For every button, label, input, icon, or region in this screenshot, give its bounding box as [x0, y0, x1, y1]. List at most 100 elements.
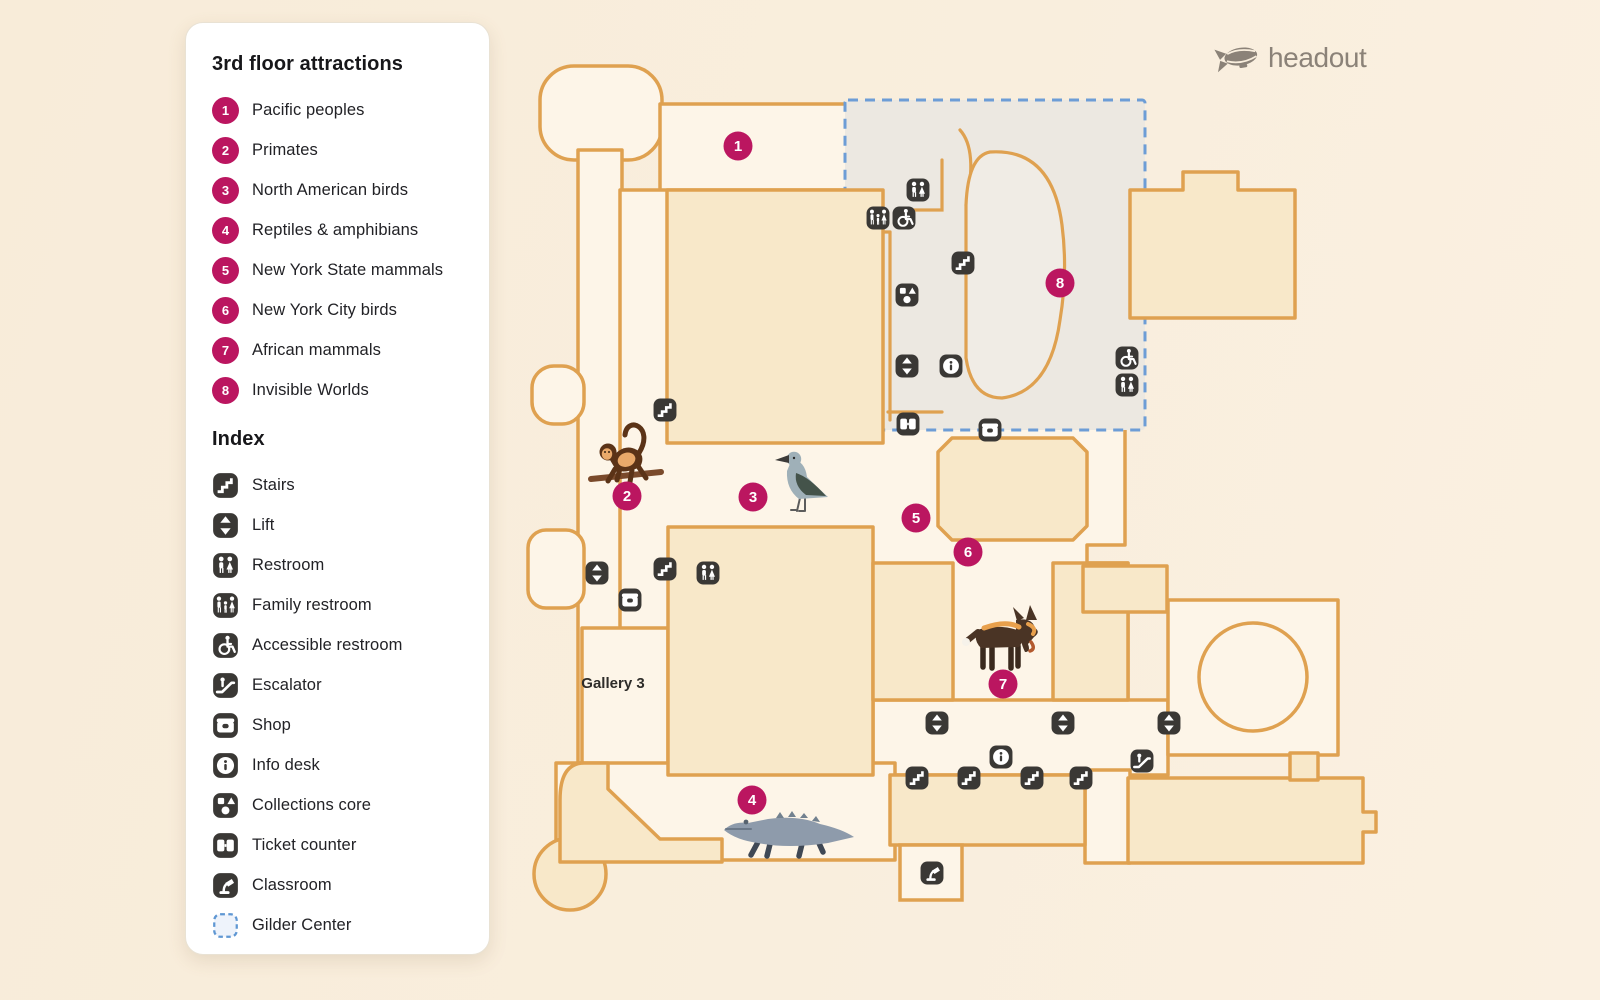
- attraction-label: Pacific peoples: [252, 100, 365, 119]
- map-badge-2: 2: [612, 481, 642, 511]
- map-badge-6: 6: [953, 537, 983, 567]
- crocodile-illustration: [724, 811, 854, 859]
- attraction-number-badge: 3: [212, 176, 239, 204]
- index-item-lift: Lift: [212, 505, 467, 545]
- gilder-center-icon: [212, 912, 239, 939]
- attraction-number-badge: 1: [212, 96, 239, 124]
- index-item-classroom: Classroom: [212, 865, 467, 905]
- monkey-illustration: [588, 422, 664, 485]
- shop-icon: [212, 712, 239, 739]
- map-badge-4: 4: [737, 785, 767, 815]
- index-label: Stairs: [252, 475, 295, 494]
- info-desk-icon: [989, 745, 1013, 769]
- attractions-title: 3rd floor attractions: [212, 53, 404, 75]
- classroom-icon: [212, 872, 239, 899]
- map-badges-layer: 1 2 3 4 5 6 7 8: [612, 131, 1075, 815]
- index-item-ticket-counter: Ticket counter: [212, 825, 467, 865]
- stairs-icon: [1068, 765, 1094, 791]
- restroom-icon: [1115, 373, 1139, 397]
- attraction-number-badge: 6: [212, 296, 239, 324]
- index-label: Restroom: [252, 555, 325, 574]
- legend-item-nyc-birds: 6 New York City birds: [212, 290, 467, 330]
- info-desk-icon: [212, 752, 239, 779]
- gallery-3-label: Gallery 3: [581, 675, 644, 692]
- escalator-icon: [212, 672, 239, 699]
- escalator-icon: [1129, 748, 1155, 774]
- map-badge-5: 5: [901, 503, 931, 533]
- accessible-restroom-icon: [891, 205, 917, 231]
- index-label: Ticket counter: [252, 835, 357, 854]
- index-label: Collections core: [252, 795, 371, 814]
- svg-text:6: 6: [964, 544, 972, 561]
- stairs-icon: [904, 765, 930, 791]
- lift-icon: [1157, 711, 1181, 735]
- ticket-counter-icon: [212, 832, 239, 859]
- stairs-icon: [1019, 765, 1045, 791]
- stairs-icon: [652, 397, 678, 423]
- index-item-family-restroom: Family restroom: [212, 585, 467, 625]
- shop-icon: [978, 418, 1002, 442]
- lift-icon: [925, 711, 949, 735]
- accessible-restroom-icon: [1114, 345, 1140, 371]
- map-badge-1: 1: [723, 131, 753, 161]
- invisible-worlds-theater: [964, 150, 1067, 400]
- legend-item-ny-state-mammals: 5 New York State mammals: [212, 250, 467, 290]
- lift-icon: [895, 354, 919, 378]
- info-desk-icon: [939, 354, 963, 378]
- index-label: Lift: [252, 515, 275, 534]
- family-restroom-icon: [866, 206, 890, 230]
- attraction-label: Primates: [252, 140, 318, 159]
- legend-item-african-mammals: 7 African mammals: [212, 330, 467, 370]
- collections-core-icon: [212, 792, 239, 819]
- accessible-restroom-icon: [212, 632, 239, 659]
- svg-text:4: 4: [748, 792, 757, 809]
- attraction-number-badge: 8: [212, 376, 239, 404]
- ticket-counter-icon: [896, 412, 920, 436]
- index-label: Family restroom: [252, 595, 372, 614]
- attraction-number-badge: 4: [212, 216, 239, 244]
- index-label: Gilder Center: [252, 915, 352, 934]
- classroom-nook: [898, 843, 964, 902]
- map-rooms: [532, 170, 1378, 912]
- stairs-icon: [956, 765, 982, 791]
- index-item-stairs: Stairs: [212, 465, 467, 505]
- index-item-escalator: Escalator: [212, 665, 467, 705]
- legend-item-pacific-peoples: 1 Pacific peoples: [212, 90, 467, 130]
- map-badge-3: 3: [738, 482, 768, 512]
- attraction-label: Reptiles & amphibians: [252, 220, 419, 239]
- index-item-accessible-restroom: Accessible restroom: [212, 625, 467, 665]
- shop-icon: [618, 588, 642, 612]
- index-label: Accessible restroom: [252, 635, 403, 654]
- svg-text:8: 8: [1056, 275, 1064, 292]
- rotunda-circle: [1197, 621, 1309, 733]
- index-item-collections-core: Collections core: [212, 785, 467, 825]
- attraction-number-badge: 7: [212, 336, 239, 364]
- lift-icon: [1051, 711, 1075, 735]
- attraction-number-badge: 2: [212, 136, 239, 164]
- family-restroom-icon: [212, 592, 239, 619]
- index-item-info-desk: Info desk: [212, 745, 467, 785]
- legend-item-invisible-worlds: 8 Invisible Worlds: [212, 370, 467, 410]
- index-label: Info desk: [252, 755, 320, 774]
- svg-text:2: 2: [623, 488, 631, 505]
- svg-text:7: 7: [999, 676, 1007, 693]
- legend-item-reptiles-amphibians: 4 Reptiles & amphibians: [212, 210, 467, 250]
- map-badge-8: 8: [1045, 268, 1075, 298]
- lift-icon: [585, 561, 609, 585]
- brand-wordmark: headout: [1268, 42, 1367, 73]
- index-title: Index: [212, 428, 265, 450]
- restroom-icon: [906, 178, 930, 202]
- attraction-number-badge: 5: [212, 256, 239, 284]
- bird-illustration: [775, 451, 828, 512]
- restroom-icon: [696, 561, 720, 585]
- attraction-label: Invisible Worlds: [252, 380, 369, 399]
- blimp-icon: [1214, 47, 1258, 73]
- index-label: Shop: [252, 715, 291, 734]
- restroom-icon: [212, 552, 239, 579]
- index-item-gilder-center: Gilder Center: [212, 905, 467, 945]
- index-item-shop: Shop: [212, 705, 467, 745]
- index-label: Escalator: [252, 675, 322, 694]
- attraction-label: North American birds: [252, 180, 409, 199]
- classroom-icon: [919, 860, 945, 886]
- stairs-icon: [652, 556, 678, 582]
